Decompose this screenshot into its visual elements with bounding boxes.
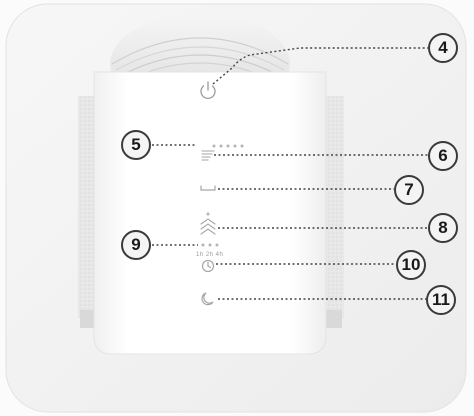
callout-5: 5 — [121, 130, 151, 160]
power-icon — [200, 81, 216, 100]
callout-6: 6 — [428, 141, 458, 171]
fan-speed-icon — [201, 150, 215, 161]
callout-8: 8 — [428, 213, 458, 243]
callout-7: 7 — [394, 175, 424, 205]
callout-9: 9 — [121, 230, 151, 260]
callout-4: 4 — [428, 33, 458, 63]
fan-speed-indicator-dots — [212, 144, 244, 148]
callout-10: 10 — [396, 250, 426, 280]
sleep-moon-icon — [201, 292, 214, 306]
device-body — [93, 71, 327, 355]
mode-icon — [200, 185, 216, 191]
callout-11: 11 — [426, 285, 456, 315]
swing-icon — [200, 218, 216, 235]
timer-indicator-dots — [201, 243, 219, 247]
timer-hours-label: 1h 2h 4h — [196, 252, 224, 258]
swing-indicator-dot — [206, 212, 210, 216]
leader-lines — [152, 47, 428, 300]
timer-clock-icon — [201, 259, 215, 273]
